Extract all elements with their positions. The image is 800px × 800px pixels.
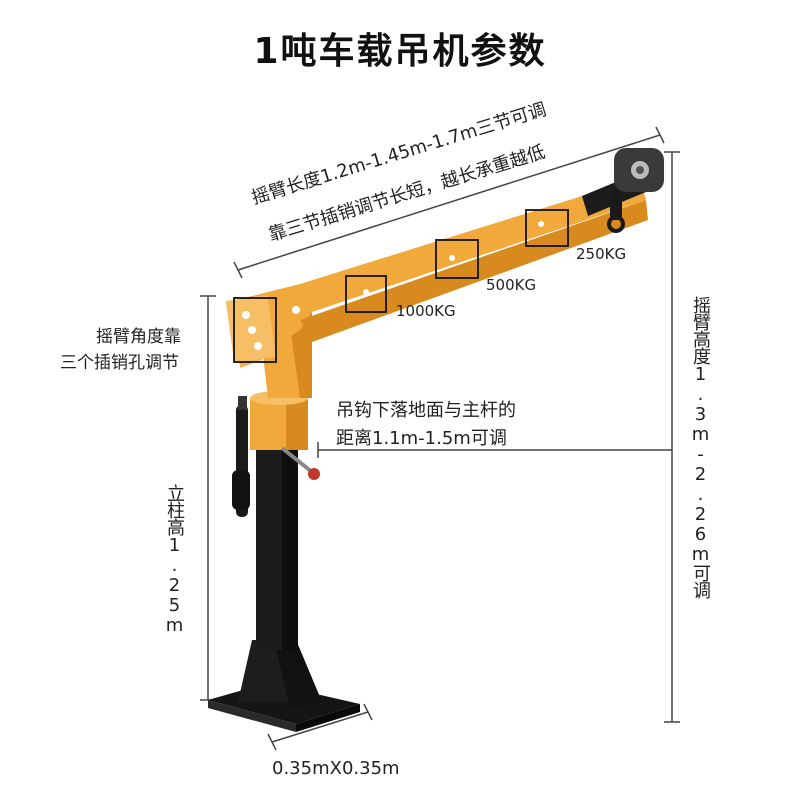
load-label-500kg: 500KG [486,276,537,294]
hook-distance-note-2: 距离1.1m-1.5m可调 [336,428,507,449]
base-width-dimension-line [271,711,369,743]
base-size-label: 0.35mX0.35m [272,758,400,779]
lock-pin [280,446,314,474]
hook-ring [607,215,625,233]
angle-note-1: 摇臂角度靠 [96,327,181,347]
hook-distance-note-1: 吊钩下落地面与主杆的 [336,400,516,421]
arm-length-dimension-line [237,134,661,271]
load-label-1000kg: 1000KG [396,302,456,320]
column-height-label: 立柱高1.25m [164,484,185,635]
crane-arm [225,178,648,398]
pin-box-500kg [435,239,479,279]
arm-height-label: 摇臂高度1.3m-2.26m可调 [690,296,711,598]
load-label-250kg: 250KG [576,245,627,263]
angle-note-2: 三个插销孔调节 [60,353,179,373]
angle-pin-box [233,297,277,363]
pin-box-250kg [525,209,569,247]
pin-box-1000kg [345,275,387,313]
page-title: 1吨车载吊机参数 [253,31,547,72]
